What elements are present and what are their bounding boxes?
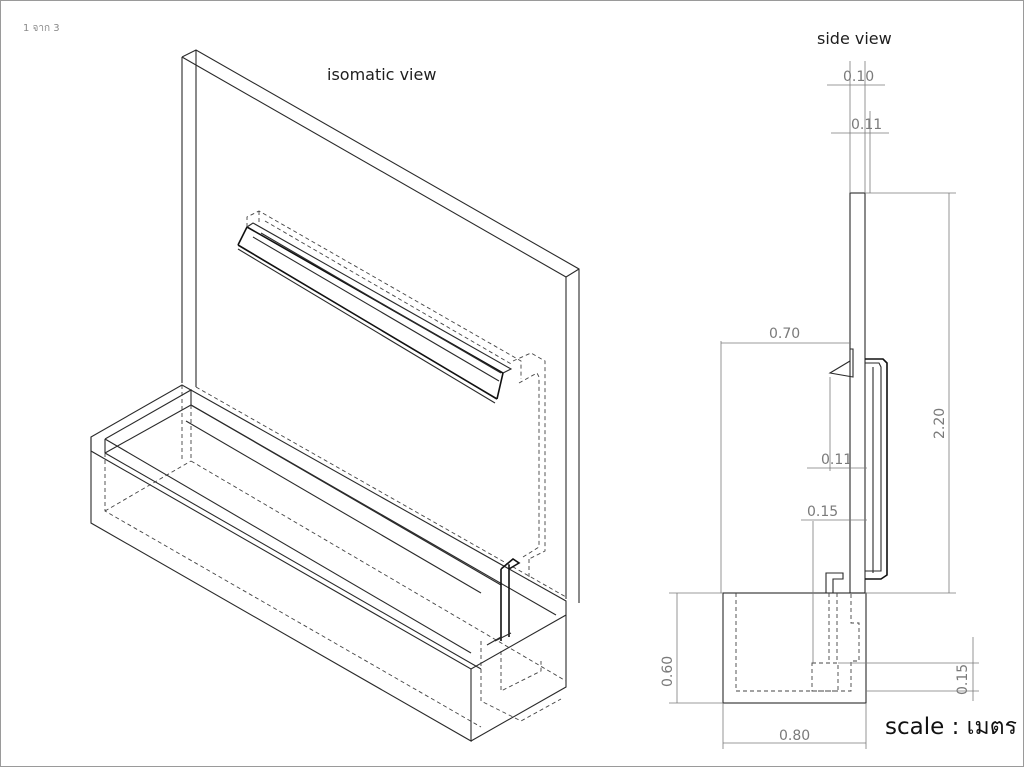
wall-top-front-edge [181,56,567,278]
dim-lower-thickness: 0.11 [821,452,852,468]
dim-base-width: 0.80 [779,728,810,744]
wall-top-edge [181,49,580,603]
isometric-view [90,49,580,742]
dim-top-thickness: 0.10 [843,69,874,85]
dim-top-width: 0.70 [769,326,800,342]
side-wall [849,192,866,594]
side-view: 0.10 0.11 0.70 0.11 0.15 2.20 [660,61,979,749]
side-trough [828,348,854,378]
dim-wall-thickness: 0.11 [851,117,882,133]
base-front-face [90,437,472,742]
dim-wall-height: 2.20 [932,408,948,439]
dim-base-height: 0.60 [660,656,676,687]
dim-step-width: 0.15 [807,504,838,520]
dim-bottom-step: 0.15 [955,664,971,695]
side-base [722,592,867,704]
page-counter: 1 จาก 3 [23,23,60,34]
trough-front-edge [237,225,504,400]
drain-pipe [512,352,546,560]
base-right-face [470,615,567,742]
side-view-title: side view [817,29,892,48]
base-top-rim [90,384,567,670]
isometric-view-title: isomatic view [327,65,437,84]
side-panel [865,358,888,580]
scale-label: scale : เมตร [885,714,1017,740]
